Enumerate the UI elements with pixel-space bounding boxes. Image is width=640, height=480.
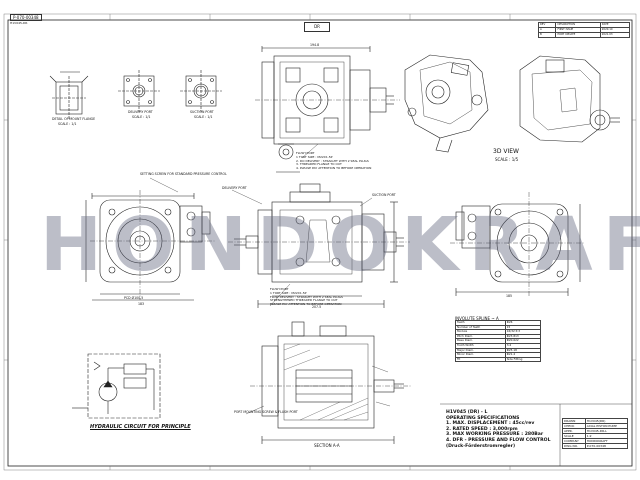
- section-caption: SECTION A-A: [314, 443, 340, 448]
- spec-item: 4. DFR - PRESSURE AND FLOW CONTROL: [446, 437, 551, 443]
- table-cell: P-070-00348: [584, 443, 629, 449]
- title-block-row: DWG NO.P-070-00348: [562, 443, 629, 449]
- note-line: 1 TORT SIZE : M22X1.5P: [296, 154, 333, 159]
- note-line: 3. THREADED FLANGE TO OUT: [296, 162, 342, 167]
- spline-table-title: INVOLUTE SPLINE ~ A: [455, 316, 499, 321]
- spec-item: 3. MAX WORKING PRESSURE : 280Bar: [446, 432, 544, 438]
- note-line: STRENGTHENED THREADED FLANGE TO OUT: [270, 298, 338, 303]
- operating-specifications: H1V045 (DR) - L OPERATING SPECIFICATIONS…: [446, 410, 576, 449]
- table-cell: 2021.03: [599, 32, 631, 38]
- flange-detail-scale: SCALE : 1/1: [58, 122, 77, 126]
- side-view: [228, 183, 410, 308]
- note-line: PLEASE PAY ATTENTION TO BEFORE OPERATION: [270, 302, 342, 307]
- hydraulic-circuit-caption: HYDRAULIC CIRCUIT FOR PRINCIPLE: [90, 424, 191, 430]
- suction-port-scale: SCALE : 1/1: [194, 115, 213, 119]
- port-mounting-note: PORT MOUNTING SCREW & FLUSH PORT: [234, 410, 298, 414]
- specs-heading: OPERATING SPECIFICATIONS: [446, 415, 520, 421]
- table-cell: DWG NO.: [562, 443, 586, 449]
- note-line: 4. PLEASE PAY ATTENTION TO BEFORE OPERAT…: [296, 166, 372, 171]
- flange-detail-caption: DETAIL OF MOUNT FLANGE: [52, 117, 96, 121]
- front-view: [85, 190, 215, 301]
- rear-view: [450, 192, 585, 296]
- top-view: [255, 46, 400, 173]
- note-line: FLUSH PORT: [296, 151, 315, 155]
- delivery-port-note: DELIVERY PORT: [222, 186, 247, 190]
- model-name: H1V045 (DR) - L: [446, 410, 488, 415]
- table-cell: B: [537, 32, 557, 38]
- hydraulic-circuit-diagram: [72, 353, 161, 419]
- delivery-port-scale: SCALE : 1/1: [132, 115, 151, 119]
- suction-port-note: SUCTION PORT: [372, 193, 396, 197]
- iso-view-2: [519, 55, 620, 143]
- front-view-width-dim: 183: [138, 302, 145, 306]
- table-cell: Fit: [455, 356, 506, 363]
- rear-view-width-dim: 185: [506, 294, 513, 298]
- model-subtag: H1V045-DR: [10, 21, 28, 25]
- table-cell: PORT UPDATE: [555, 32, 601, 38]
- view3d-scale: SCALE : 1/5: [495, 157, 519, 162]
- top-view-width-dim: 194.8: [310, 43, 320, 47]
- note-line: FLUSH PORT: [270, 287, 289, 291]
- view3d-title: 3D VIEW: [493, 148, 519, 155]
- suction-port-caption: SUCTION PORT: [190, 110, 214, 114]
- spec-item: (Druck-Förderstromregler): [446, 443, 516, 449]
- note-line: 1 TORT SIZE : M22X1.5P: [270, 290, 307, 295]
- note-line: 2. DO DELIVERY : STRAIGHT WITH 2 SEAL PL…: [296, 158, 369, 163]
- setting-screw-note: SETTING SCREW FOR STANDARD PRESSURE CONT…: [140, 172, 227, 176]
- flange-detail-view: [49, 71, 89, 120]
- view-label-box: DR: [304, 22, 330, 32]
- side-view-width-dim: 207.5: [312, 305, 322, 309]
- iso-view-1: [404, 54, 489, 153]
- delivery-port-caption: DELIVERY PORT: [128, 110, 153, 114]
- spec-item: 1. MAX. DISPLACEMENT : 45cc/rev: [446, 421, 535, 427]
- note-line: FLOW DELIVERY : STRAIGHT WITH 2 SEAL PLU…: [270, 294, 343, 299]
- front-view-pcd-dim: PCD Ø100.5: [124, 296, 144, 300]
- spec-item: 2. RATED SPEED : 3,000rpm: [446, 426, 518, 432]
- drawing-number-tag: P-070-00348: [10, 14, 42, 21]
- suction-port-view: [180, 70, 222, 112]
- delivery-port-view: [118, 70, 160, 112]
- table-cell: Side Fitting: [504, 356, 542, 363]
- section-view: [250, 321, 412, 444]
